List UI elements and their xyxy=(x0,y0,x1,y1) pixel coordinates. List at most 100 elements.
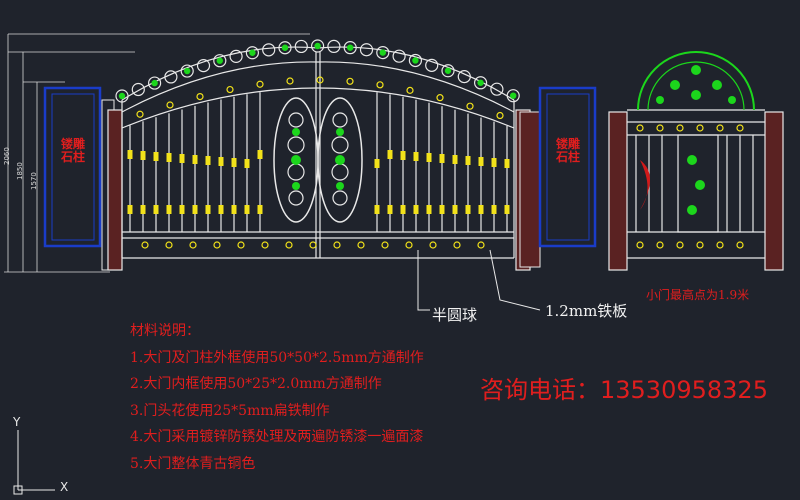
green-leaf xyxy=(118,92,126,100)
note-item: 1.大门及门柱外框使用50*50*2.5mm方通制作 xyxy=(130,349,424,366)
small-gate-dots xyxy=(636,124,744,249)
arch-ring xyxy=(496,111,504,120)
yellow-ornament xyxy=(192,155,198,164)
yellow-ornament xyxy=(374,159,380,168)
scroll-ring xyxy=(457,70,471,84)
yellow-ornament xyxy=(426,153,432,162)
yellow-ornament xyxy=(439,154,445,163)
yellow-ornament xyxy=(439,205,445,214)
green-leaf xyxy=(412,57,419,64)
scroll-ring xyxy=(506,89,520,103)
note-item: 4.大门采用镀锌防锈处理及两遍防锈漆一遍面漆 xyxy=(130,429,424,445)
bottom-ring xyxy=(405,241,413,249)
green-leaf xyxy=(444,67,452,74)
yellow-ornament xyxy=(218,157,224,166)
dimension-1570: 1570 xyxy=(30,172,38,190)
note-item: 2.大门内框使用50*25*2.0mm方通制作 xyxy=(130,376,382,392)
notes-title: 材料说明： xyxy=(130,323,200,339)
yellow-ornament xyxy=(504,159,510,168)
bottom-ring xyxy=(189,241,197,249)
arch-ring xyxy=(226,85,234,94)
scroll-ring xyxy=(148,76,162,90)
yellow-ornament xyxy=(413,205,419,214)
yellow-ornament xyxy=(452,205,458,214)
yellow-ornament xyxy=(140,205,146,214)
left-pillar xyxy=(43,86,115,271)
phone-number: 咨询电话：13530958325 xyxy=(480,376,768,404)
bottom-ring xyxy=(309,241,317,249)
dimension-lines xyxy=(4,33,310,273)
yellow-ornament xyxy=(413,152,419,161)
small-gate-ring xyxy=(716,124,724,132)
yellow-ornament xyxy=(166,205,172,214)
yellow-ornament xyxy=(257,150,263,159)
yellow-ornament xyxy=(387,205,393,214)
bottom-ring xyxy=(381,241,389,249)
yellow-ornament xyxy=(205,156,211,165)
scroll-ring xyxy=(392,49,406,63)
scroll-ring xyxy=(278,41,292,55)
scroll-ring xyxy=(180,64,194,78)
material-notes: 材料说明： 1.大门及门柱外框使用50*50*2.5mm方通制作 2.大门内框使… xyxy=(130,318,424,477)
green-leaf xyxy=(249,49,256,56)
small-gate xyxy=(608,51,784,271)
dimension-1850: 1850 xyxy=(16,162,24,180)
yellow-ornament xyxy=(192,205,198,214)
green-leaf xyxy=(281,44,289,51)
bottom-ring xyxy=(165,241,173,249)
small-gate-bars xyxy=(635,135,754,232)
scroll-ring xyxy=(327,39,341,54)
yellow-ornament xyxy=(374,205,380,214)
scroll-ring xyxy=(490,82,504,96)
small-gate-ring xyxy=(676,124,684,132)
small-gate-ring xyxy=(696,241,704,249)
yellow-ornament xyxy=(257,205,263,214)
arch-ring xyxy=(406,86,414,94)
note-item: 5.大门整体青古铜色 xyxy=(130,455,256,472)
arch-ring xyxy=(316,76,324,84)
yellow-ornament xyxy=(179,205,185,214)
yellow-ornament xyxy=(400,151,406,160)
scroll-ring xyxy=(164,70,178,84)
small-gate-ornament xyxy=(640,65,736,215)
scroll-ring xyxy=(229,49,243,63)
yellow-ornament xyxy=(127,150,133,159)
top-scrolls xyxy=(115,39,520,103)
arch-ring xyxy=(136,110,144,118)
small-gate-ring xyxy=(696,124,704,132)
gate-dots xyxy=(127,76,510,249)
half-ball-callout: 半圆球 xyxy=(432,306,478,324)
arch-ring xyxy=(436,94,444,102)
dimension-2060: 2060 xyxy=(3,147,11,165)
right-pillar xyxy=(519,86,597,268)
bottom-ring xyxy=(261,241,269,249)
scroll-ring xyxy=(294,39,308,54)
yellow-ornament xyxy=(452,155,458,164)
scroll-ring xyxy=(311,39,325,53)
yellow-ornament xyxy=(140,151,146,160)
yellow-ornament xyxy=(179,154,185,163)
arch-ring xyxy=(346,77,354,85)
bottom-ring xyxy=(429,241,437,249)
yellow-ornament xyxy=(465,156,471,165)
arch-ring xyxy=(256,80,264,88)
yellow-ornament xyxy=(426,205,432,214)
scroll-ring xyxy=(441,64,455,78)
small-gate-ring xyxy=(736,241,744,249)
yellow-ornament xyxy=(231,158,237,167)
green-leaf xyxy=(151,79,158,87)
scroll-ring xyxy=(196,59,211,73)
scroll-ring xyxy=(115,89,129,103)
scroll-ring xyxy=(408,53,422,68)
small-gate-ring xyxy=(676,241,684,249)
yellow-ornament xyxy=(127,205,133,214)
small-gate-ring xyxy=(716,241,724,249)
small-gate-ring xyxy=(736,124,744,132)
scroll-ring xyxy=(359,43,374,57)
green-leaf xyxy=(216,57,223,64)
oval-ornaments xyxy=(273,97,363,223)
green-leaf xyxy=(379,49,386,56)
arch-ring xyxy=(466,102,474,110)
yellow-ornament xyxy=(491,205,497,214)
yellow-ornament xyxy=(491,158,497,167)
